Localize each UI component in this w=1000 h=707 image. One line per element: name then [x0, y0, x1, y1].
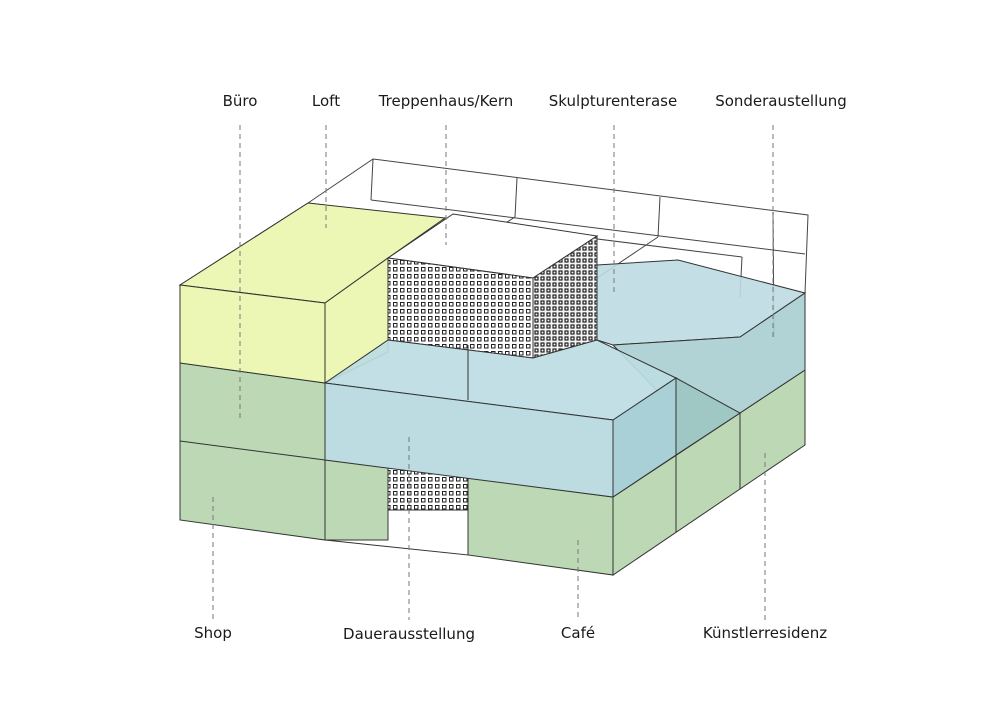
leader-lines	[212, 125, 774, 620]
label-shop: Shop	[194, 624, 232, 642]
label-skulpturenterase: Skulpturenterase	[549, 92, 677, 110]
core-volume	[386, 213, 599, 359]
blue-volume	[323, 259, 807, 498]
label-sonderaustellung: Sonderaustellung	[715, 92, 847, 110]
label-treppenhaus: Treppenhaus/Kern	[378, 92, 514, 110]
labels: Büro Loft Treppenhaus/Kern Skulpturenter…	[194, 92, 847, 643]
label-buero: Büro	[223, 92, 258, 110]
label-dauerausstellung: Dauerausstellung	[343, 625, 475, 643]
dauer-side	[612, 377, 677, 498]
green-volume	[179, 362, 806, 576]
shop-bay-2	[324, 457, 389, 541]
label-loft: Loft	[312, 92, 340, 110]
shop-volume	[179, 362, 326, 541]
label-cafe: Café	[561, 624, 595, 642]
label-kuenstlerresidenz: Künstlerresidenz	[703, 624, 827, 642]
